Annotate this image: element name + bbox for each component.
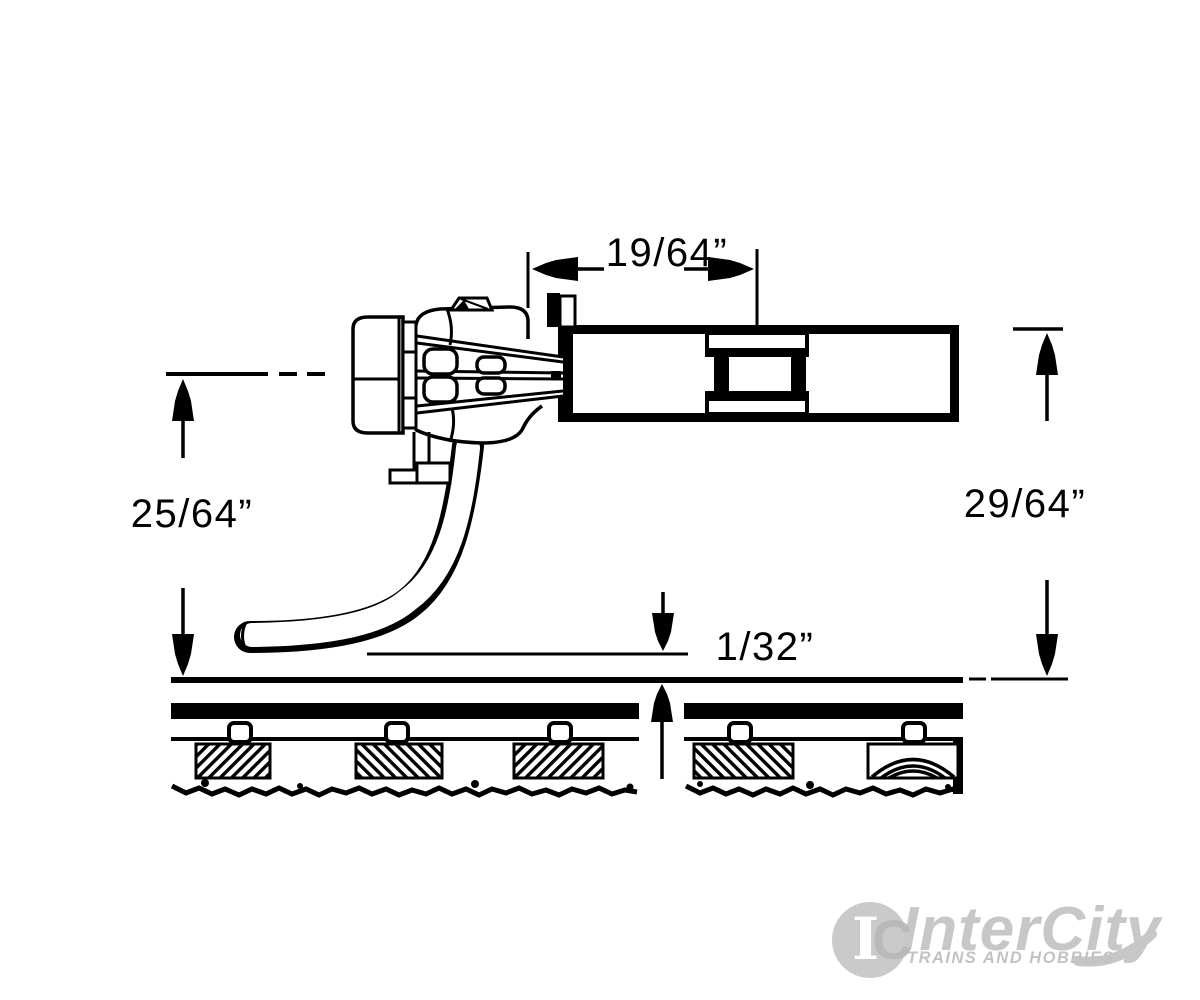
- logo-monogram-i: I: [852, 905, 880, 973]
- dimension-label-trip-pin-clearance: 1/32”: [715, 625, 815, 669]
- logo-circle: [832, 902, 908, 978]
- rail-spikes: [227, 721, 927, 744]
- dimension-label-centerline-height: 25/64”: [130, 492, 254, 536]
- centering-spool: [705, 331, 809, 416]
- dimension-left-lines: [166, 372, 325, 676]
- dimension-label-box-top-height: 29/64”: [963, 482, 1087, 526]
- dimension-right-lines: [969, 327, 1068, 681]
- dimension-top-lines: [526, 249, 759, 325]
- coupler-top-pin: [448, 296, 495, 312]
- dimension-label-shank-length: 19/64”: [605, 231, 729, 275]
- coupler-head: [351, 296, 564, 485]
- knuckle-detail: [422, 308, 507, 443]
- track-section: [170, 677, 963, 798]
- track-ties: [194, 742, 960, 780]
- logo-tagline: TRAINS AND HOBBIES: [907, 949, 1115, 967]
- logo-brand-name: InterCity: [901, 895, 1162, 964]
- dimension-clearance-lines: [367, 592, 688, 779]
- logo-monogram-c: C: [872, 908, 913, 971]
- mounting-bracket: [388, 432, 452, 485]
- logo-swoosh: [1073, 929, 1157, 967]
- trip-pin: [234, 430, 484, 653]
- ballast: [170, 779, 961, 798]
- draft-gear-box: [547, 293, 959, 422]
